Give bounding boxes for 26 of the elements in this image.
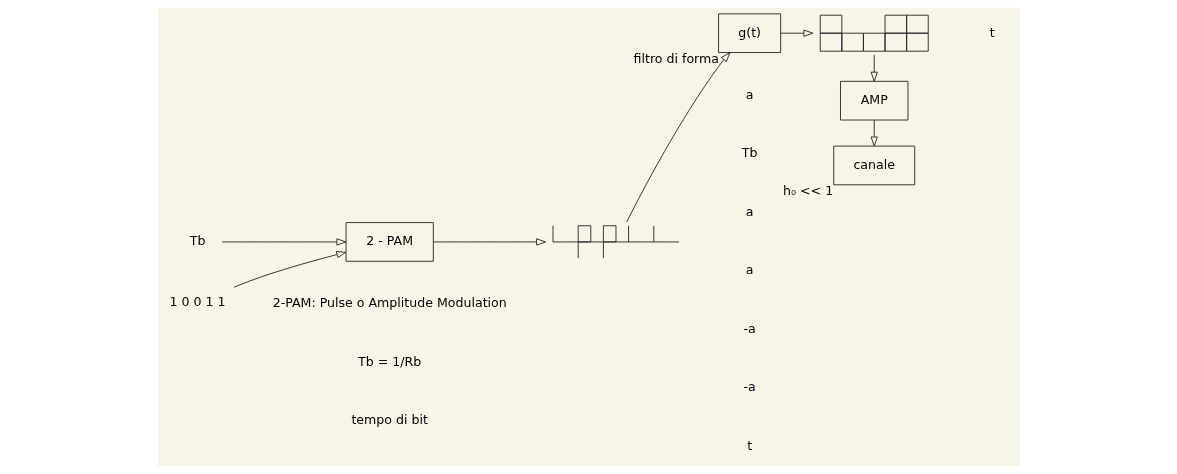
node-box: 2 - PAM [345,222,434,262]
arrow [432,238,546,246]
label: Tb [741,145,757,161]
label: t [989,24,995,40]
label: -a [742,320,756,336]
label: 2-PAM: Pulse o Amplitude Modulation [272,295,507,311]
label: Tb = 1/Rb [357,353,421,369]
arrow [232,251,346,288]
label: a [745,203,753,219]
node-box: AMP [839,80,908,121]
label: tempo di bit [350,412,428,428]
arrow [870,54,878,82]
label: -a [742,379,756,395]
label: a [745,262,753,278]
arrow [870,119,878,147]
node-box: canale [832,145,915,186]
arrow [625,52,730,223]
node-label: h₀ << 1 [782,182,833,198]
label: t [746,437,752,453]
arrow [221,238,346,246]
node-box: g(t) [717,13,781,53]
node-text: 1 0 0 1 1 [169,293,226,309]
node-label: filtro di forma [633,50,719,66]
node-text: Tb [189,233,205,249]
arrow [779,29,813,37]
label: a [745,86,753,102]
